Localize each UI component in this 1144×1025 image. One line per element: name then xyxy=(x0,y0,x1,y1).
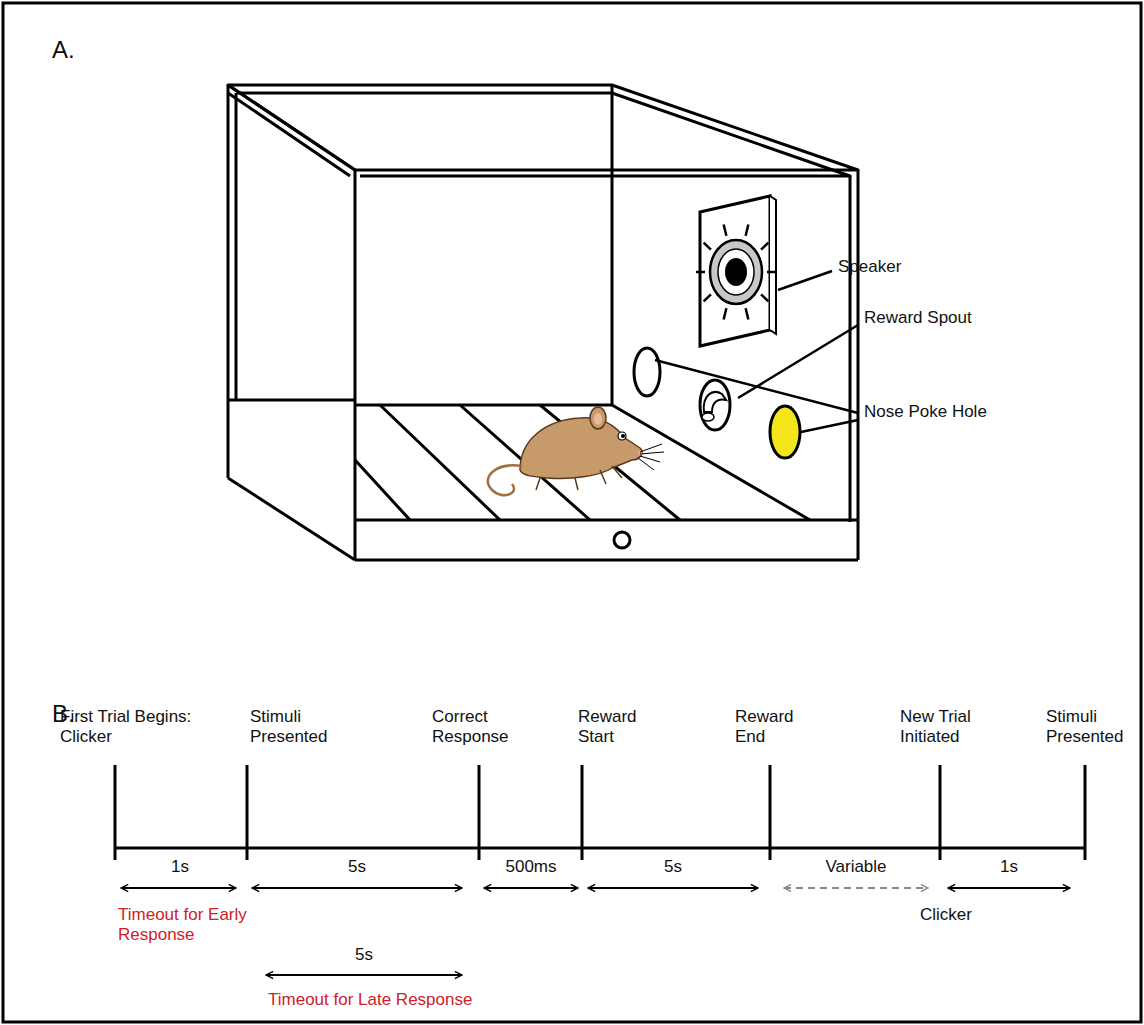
duration-label: 1s xyxy=(1000,857,1018,877)
nose-poke-hole xyxy=(634,348,660,396)
event-label: Reward End xyxy=(735,707,815,748)
duration-label: Variable xyxy=(825,857,886,877)
duration-arrows xyxy=(121,888,1070,975)
speaker-ray xyxy=(724,224,727,235)
speaker-ray xyxy=(704,243,711,250)
speaker-ray xyxy=(696,271,705,274)
part-name: Reward Spout xyxy=(864,308,972,328)
mouse xyxy=(488,407,664,495)
duration-label: 5s xyxy=(664,857,682,877)
event-label: Stimuli Presented xyxy=(250,707,350,748)
panel-letter: A. xyxy=(52,36,75,65)
timeout-label: Timeout for Late Response xyxy=(268,990,508,1010)
event-label: Reward Start xyxy=(578,707,658,748)
duration-label: 500ms xyxy=(505,857,556,877)
timeline xyxy=(115,765,1085,860)
speaker-ray xyxy=(761,243,768,250)
reward-spout xyxy=(700,380,730,430)
event-label: New Trial Initiated xyxy=(900,707,1000,748)
event-label: First Trial Begins: Clicker xyxy=(60,707,235,748)
event-label: Clicker xyxy=(920,905,972,925)
part-name: Nose Poke Hole xyxy=(864,402,987,422)
leader-lines xyxy=(655,271,858,432)
cage xyxy=(228,85,858,560)
speaker-ray xyxy=(761,294,768,301)
speaker-ray xyxy=(746,224,749,235)
event-label: Correct Response xyxy=(432,707,532,748)
speaker xyxy=(696,196,776,346)
duration-label: 5s xyxy=(355,945,373,965)
part-name: Speaker xyxy=(838,257,901,277)
duration-label: 5s xyxy=(348,857,366,877)
speaker-ray xyxy=(704,294,711,301)
nose-poke-hole xyxy=(770,406,800,458)
duration-label: 1s xyxy=(171,857,189,877)
speaker-ray xyxy=(767,271,776,274)
event-label: Stimuli Presented xyxy=(1046,707,1138,748)
timeout-label: Timeout for Early Response xyxy=(118,905,268,946)
speaker-ray xyxy=(746,308,749,319)
speaker-ray xyxy=(724,308,727,319)
figure-frame xyxy=(3,3,1141,1022)
